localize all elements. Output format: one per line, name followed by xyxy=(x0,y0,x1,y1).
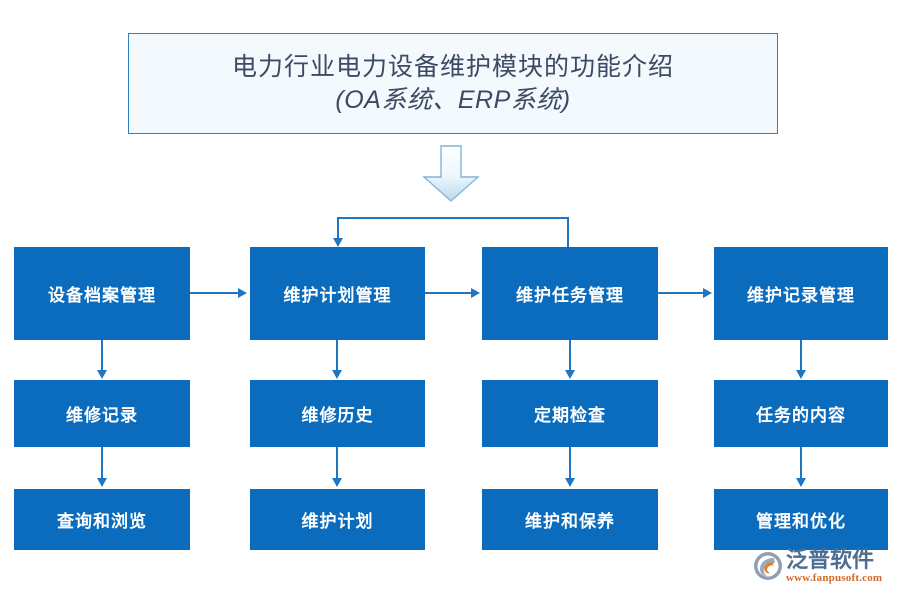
box-label: 维护计划管理 xyxy=(283,286,392,305)
flow-line-2 xyxy=(425,292,471,294)
down-arrowhead-col1-r1r2-icon xyxy=(97,370,107,379)
watermark-text: 泛普软件 www.fanpusoft.com xyxy=(786,548,882,584)
flow-arrowhead-2-icon xyxy=(471,288,480,298)
down-line-col4-r1r2 xyxy=(800,340,802,371)
down-arrowhead-col1-r2r3-icon xyxy=(97,478,107,487)
down-block-arrow-icon xyxy=(418,145,484,203)
diagram-title-line-2: (OA系统、ERP系统) xyxy=(335,85,571,114)
down-arrowhead-col2-r1r2-icon xyxy=(332,370,342,379)
box-maintenance-plan[interactable]: 维护计划管理 xyxy=(250,247,425,340)
box-equipment-archive[interactable]: 设备档案管理 xyxy=(14,247,190,340)
box-label: 设备档案管理 xyxy=(48,286,156,305)
watermark-url: www.fanpusoft.com xyxy=(786,572,883,585)
box-label: 定期检查 xyxy=(534,406,606,425)
box-periodic-inspection[interactable]: 定期检查 xyxy=(482,380,658,447)
down-arrowhead-col4-r1r2-icon xyxy=(796,370,806,379)
box-label: 查询和浏览 xyxy=(57,512,147,531)
box-query-browse[interactable]: 查询和浏览 xyxy=(14,489,190,550)
watermark-brand: 泛普软件 xyxy=(786,547,875,572)
box-label: 维护和保养 xyxy=(525,512,615,531)
down-line-col1-r2r3 xyxy=(101,447,103,479)
down-arrowhead-col4-r2r3-icon xyxy=(796,478,806,487)
fanpu-logo-icon xyxy=(752,550,784,582)
down-line-col3-r2r3 xyxy=(569,447,571,479)
box-label: 维护计划 xyxy=(301,512,374,531)
down-arrowhead-col3-r2r3-icon xyxy=(565,478,575,487)
flow-arrowhead-3-icon xyxy=(703,288,712,298)
down-arrowhead-col3-r1r2-icon xyxy=(565,370,575,379)
box-maintenance-upkeep[interactable]: 维护和保养 xyxy=(482,489,658,550)
flow-line-3 xyxy=(658,292,703,294)
box-label: 管理和优化 xyxy=(756,512,846,531)
box-maintenance-task[interactable]: 维护任务管理 xyxy=(482,247,658,340)
down-line-col4-r2r3 xyxy=(800,447,802,479)
down-line-col2-r1r2 xyxy=(336,340,338,371)
box-repair-record[interactable]: 维修记录 xyxy=(14,380,190,447)
box-label: 维护记录管理 xyxy=(747,286,855,305)
box-label: 维修记录 xyxy=(66,406,138,425)
flow-arrowhead-1-icon xyxy=(238,288,247,298)
diagram-title-line-1: 电力行业电力设备维护模块的功能介绍 xyxy=(231,53,674,81)
down-line-col2-r2r3 xyxy=(336,447,338,479)
box-maintenance-schedule[interactable]: 维护计划 xyxy=(250,489,425,550)
diagram-title-box: 电力行业电力设备维护模块的功能介绍 (OA系统、ERP系统) xyxy=(128,33,778,134)
bracket-horizontal-line xyxy=(337,217,569,219)
box-repair-history[interactable]: 维修历史 xyxy=(250,380,425,447)
down-line-col1-r1r2 xyxy=(101,340,103,371)
box-manage-optimize[interactable]: 管理和优化 xyxy=(714,489,888,550)
watermark-logo: 泛普软件 www.fanpusoft.com xyxy=(752,548,898,596)
down-arrowhead-col2-r2r3-icon xyxy=(332,478,342,487)
bracket-down-arrowhead-icon xyxy=(333,238,343,247)
box-label: 维护任务管理 xyxy=(516,286,624,305)
flow-line-1 xyxy=(190,292,238,294)
box-label: 任务的内容 xyxy=(756,406,846,425)
bracket-right-vertical-line xyxy=(567,217,569,248)
down-line-col3-r1r2 xyxy=(569,340,571,371)
box-label: 维修历史 xyxy=(301,406,374,425)
box-maintenance-record[interactable]: 维护记录管理 xyxy=(714,247,888,340)
box-task-content[interactable]: 任务的内容 xyxy=(714,380,888,447)
bracket-left-vertical-line xyxy=(337,217,339,239)
